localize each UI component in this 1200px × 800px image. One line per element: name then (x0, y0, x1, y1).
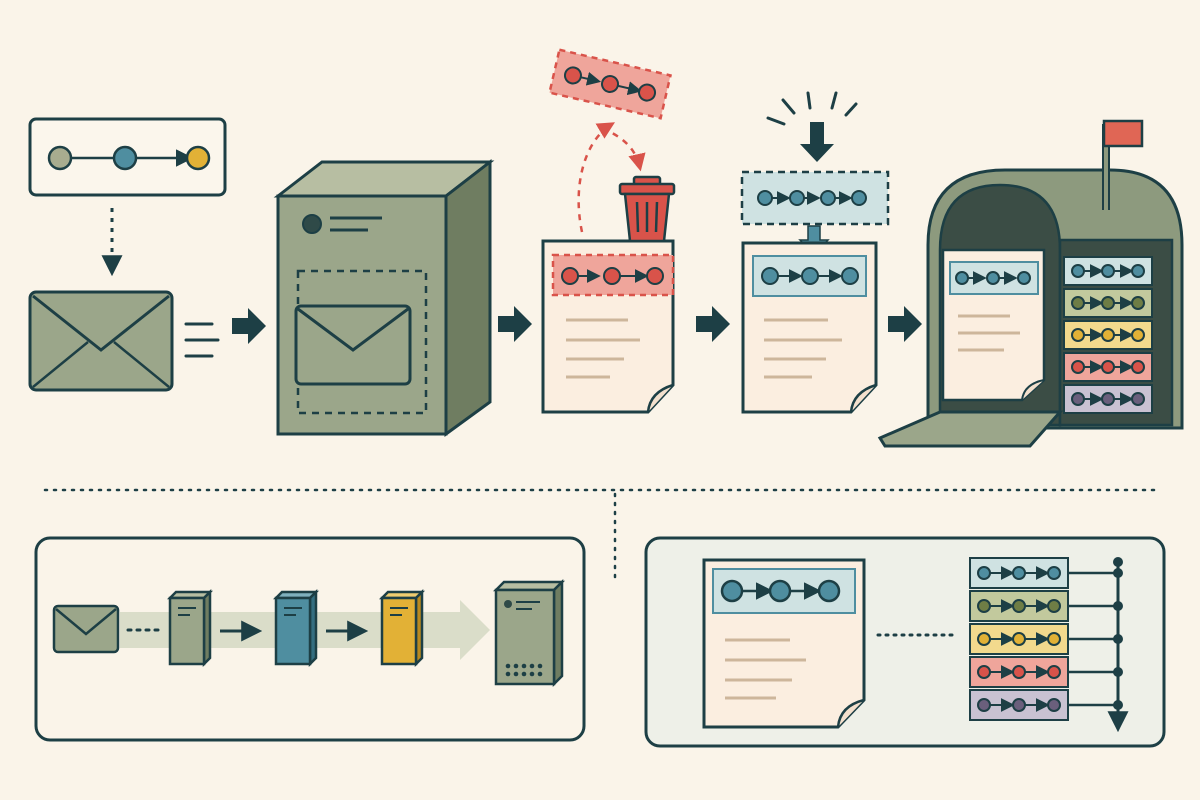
header-row-red (969, 656, 1069, 688)
header-row-olive (1063, 288, 1153, 318)
header-row-purple (1063, 384, 1153, 414)
flow-arrow-icon (498, 306, 532, 342)
header-row-purple (969, 689, 1069, 721)
document-icon (702, 558, 866, 729)
timeline-ticks (1068, 568, 1123, 710)
document-icon (741, 241, 878, 414)
flow-arrow-icon (232, 308, 266, 344)
header-row-red (1063, 352, 1153, 382)
stripped-chain-card (548, 48, 672, 120)
timeline-tick-dot (1113, 568, 1123, 578)
header-row-teal (969, 557, 1069, 589)
server-icon (166, 588, 214, 668)
document-icon (941, 248, 1046, 402)
timeline-tick-dot (1113, 634, 1123, 644)
mailbox-door (877, 410, 1064, 448)
burst-lines (766, 91, 858, 126)
flag-icon (1102, 119, 1144, 148)
timeline-tick-dot (1113, 667, 1123, 677)
discard-dashed-arrow (601, 126, 646, 172)
server-icon (273, 158, 495, 437)
timeline-header-stack (969, 557, 1069, 721)
header-row-teal (1063, 256, 1153, 286)
server-icon (272, 588, 320, 668)
timeline-start-dot (1113, 557, 1123, 567)
server-icon (378, 588, 426, 668)
header-row-olive (969, 590, 1069, 622)
timeline-tick-dot (1113, 700, 1123, 710)
server-icon (492, 578, 566, 688)
trash-can-icon (618, 175, 676, 243)
envelope-icon (52, 604, 120, 654)
stamp-arrow-down (800, 122, 834, 162)
relay-servers (166, 588, 426, 668)
envelope-icon (28, 290, 174, 392)
new-chain-header (740, 170, 890, 226)
strip-dashed-arrow (577, 122, 616, 233)
header-row-yellow (1063, 320, 1153, 350)
flow-arrow-icon (888, 306, 922, 342)
speed-lines-icon (184, 322, 220, 358)
header-row-yellow (969, 623, 1069, 655)
flow-arrow-icon (696, 306, 730, 342)
timeline-tick-dot (1113, 601, 1123, 611)
red-chain-header (551, 253, 675, 297)
chain-card-icon (28, 117, 227, 197)
mailbox-header-stack (1063, 256, 1153, 414)
